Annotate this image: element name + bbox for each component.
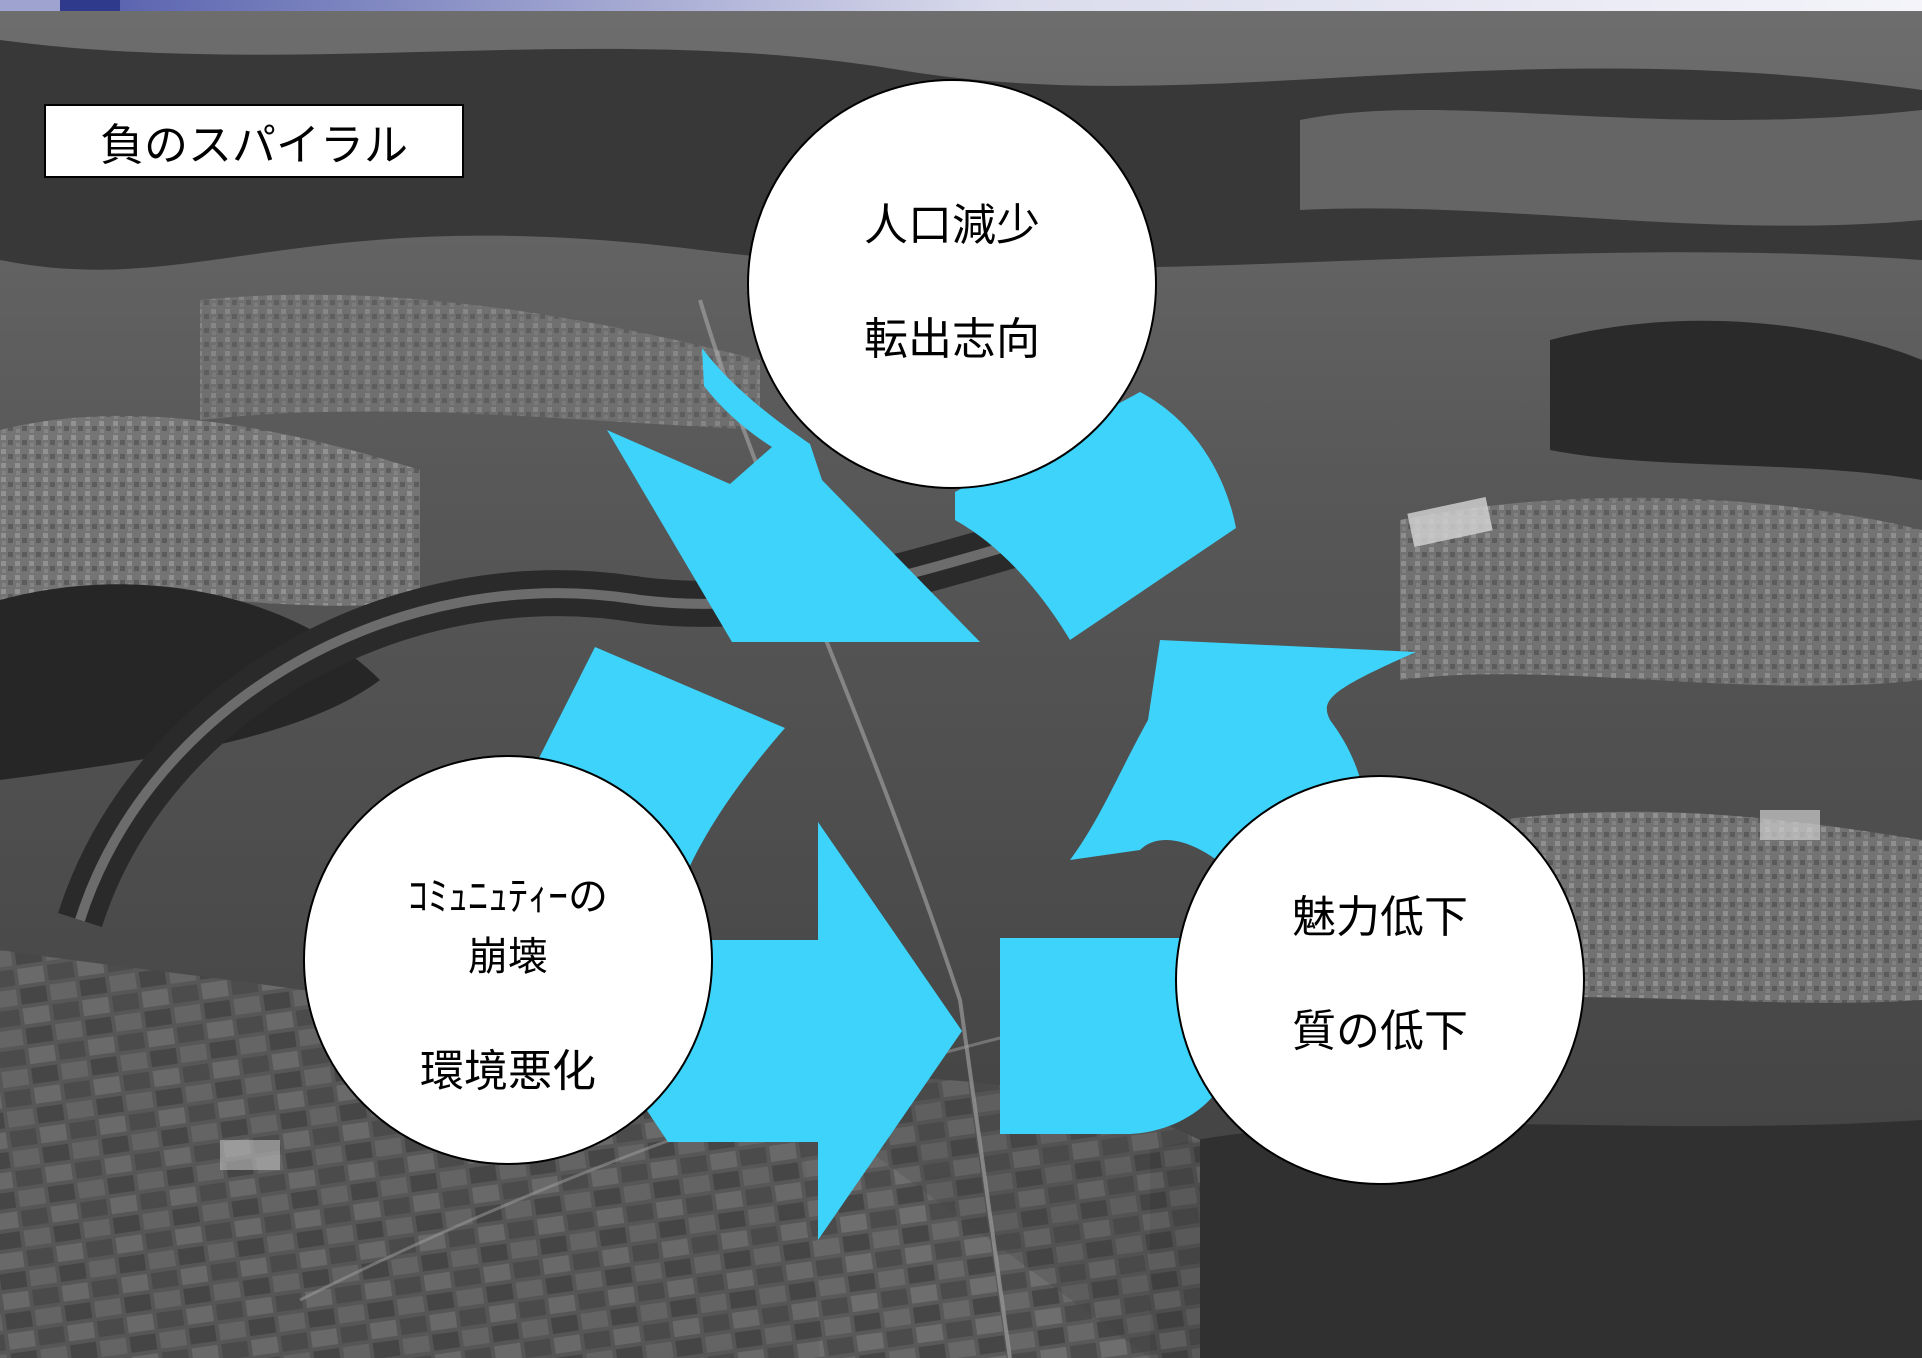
node-left-line1: ｺﾐｭﾆｭﾃｨｰの: [408, 874, 608, 920]
node-right-line2: 質の低下: [1292, 1006, 1468, 1057]
cycle-arrow-upper-right-segment: [955, 392, 1236, 640]
node-left-line3: 環境悪化: [420, 1046, 596, 1097]
node-right-line1: 魅力低下: [1292, 892, 1468, 943]
diagram-title-label: 負のスパイラル: [44, 104, 464, 178]
node-left-circle: [303, 755, 713, 1165]
cycle-arrow-right-to-top: [1000, 938, 1232, 1134]
cycle-arrow-top-to-left: [607, 348, 980, 642]
node-top-line2: 転出志向: [864, 314, 1040, 365]
title-bar-strip: [0, 0, 1922, 11]
node-top-circle: [747, 79, 1157, 489]
node-top-line1: 人口減少: [864, 200, 1040, 251]
node-right-circle: [1175, 775, 1585, 1185]
node-left-line2: 崩壊: [468, 934, 548, 980]
